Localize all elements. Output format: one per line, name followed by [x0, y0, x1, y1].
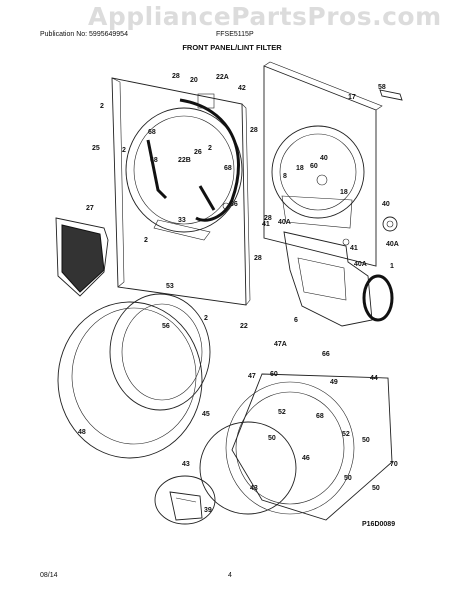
callout-labels: 28 20 22A 2 42 58 17 68 25 2 22B 26 2 68…: [78, 73, 399, 514]
callout: 50: [372, 485, 380, 492]
callout: 58: [378, 84, 386, 91]
page-number: 4: [228, 572, 232, 579]
callout: 45: [202, 411, 210, 418]
callout: 53: [166, 283, 174, 290]
callout: 2: [208, 145, 212, 152]
callout: 40: [382, 201, 390, 208]
watermark: AppliancePartsPros.com: [88, 2, 442, 31]
callout: 17: [348, 94, 356, 101]
callout: 28: [250, 127, 258, 134]
page-title: FRONT PANEL/LINT FILTER: [182, 43, 282, 52]
callout: 68: [148, 129, 156, 136]
callout: 40: [320, 155, 328, 162]
callout: 43: [182, 461, 190, 468]
callout: 18: [340, 189, 348, 196]
callout: 43: [250, 485, 258, 492]
callout: 18: [296, 165, 304, 172]
callout: 46: [302, 455, 310, 462]
callout: 39: [204, 507, 212, 514]
rear-bulkhead-drawing: [263, 61, 403, 267]
callout: 68: [224, 165, 232, 172]
lint-duct-drawing: [283, 231, 394, 327]
callout: 22: [240, 323, 248, 330]
callout: 68: [316, 413, 324, 420]
callout: 47A: [274, 341, 287, 348]
front-panel-drawing: [111, 77, 251, 306]
callout: 48: [78, 429, 86, 436]
callout: 20: [190, 77, 198, 84]
callout: 22B: [178, 157, 191, 164]
callout: 49: [330, 379, 338, 386]
callout: 1: [390, 263, 394, 270]
callout: 41: [350, 245, 358, 252]
callout: 26: [194, 149, 202, 156]
callout: 47: [248, 373, 256, 380]
callout: 40A: [354, 261, 367, 268]
callout: 50: [362, 437, 370, 444]
diagram-code: P16D0089: [362, 521, 395, 528]
callout: 41: [262, 221, 270, 228]
callout: 52: [278, 409, 286, 416]
callout: 2: [100, 103, 104, 110]
callout: 33: [178, 217, 186, 224]
callout: 25: [92, 145, 100, 152]
footer-date: 08/14: [40, 572, 58, 579]
lint-filter-drawing: [55, 217, 109, 297]
callout: 42: [238, 85, 246, 92]
callout: 22A: [216, 74, 229, 81]
callout: 2: [122, 147, 126, 154]
callout: 6: [294, 317, 298, 324]
door-latch-drawing: [169, 491, 203, 521]
callout: 66: [322, 351, 330, 358]
callout: 28: [254, 255, 262, 262]
callout: 28: [172, 73, 180, 80]
callout: 2: [204, 315, 208, 322]
publication-number: Publication No: 5995649954: [40, 31, 128, 38]
callout: 70: [390, 461, 398, 468]
callout: 44: [370, 375, 378, 382]
callout: 8: [283, 173, 287, 180]
callout: 27: [86, 205, 94, 212]
callout: 60: [310, 163, 318, 170]
callout: 40A: [386, 241, 399, 248]
callout: 60: [270, 371, 278, 378]
callout: 56: [162, 323, 170, 330]
callout: 66: [230, 201, 238, 208]
model-number: FFSE5115P: [216, 31, 254, 38]
front-frame-drawing: [154, 373, 393, 525]
callout: 40A: [278, 219, 291, 226]
callout: 52: [342, 431, 350, 438]
callout: 50: [268, 435, 276, 442]
callout: 2: [144, 237, 148, 244]
callout: 50: [344, 475, 352, 482]
callout: 28: [264, 215, 272, 222]
callout: 68: [150, 157, 158, 164]
door-drawing: [57, 293, 211, 459]
